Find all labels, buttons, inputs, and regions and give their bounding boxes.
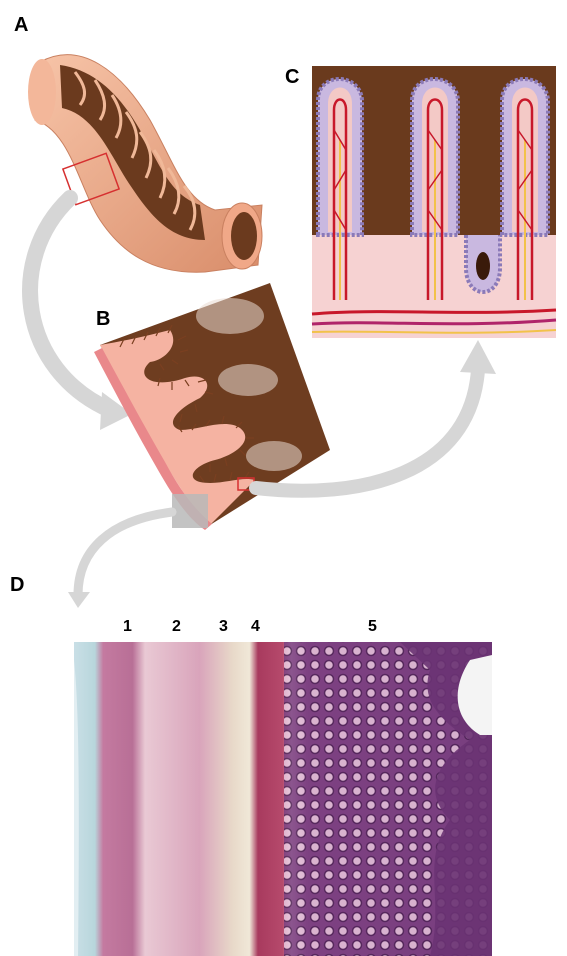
zoom-box-b-gray (172, 494, 208, 528)
panel-label-a: A (14, 14, 28, 37)
panel-label-d: D (10, 574, 24, 597)
arrow-b-to-d-head (68, 592, 90, 608)
crypt-lumen (476, 252, 490, 280)
arrow-b-to-d (78, 512, 172, 595)
panel-a-intestine (28, 55, 262, 273)
arrow-a-to-b (30, 198, 110, 410)
villus-tip-highlight-2 (218, 364, 278, 396)
panel-c-villi-detail (312, 66, 556, 338)
layer-label-1: 1 (123, 618, 132, 636)
tube-lumen-right (231, 212, 257, 260)
layer-label-2: 2 (172, 618, 181, 636)
layer-label-5: 5 (368, 618, 377, 636)
panel-d-histology (74, 642, 492, 956)
layer-label-3: 3 (219, 618, 228, 636)
villus-tip-highlight-3 (246, 441, 302, 471)
tube-cut-end-left (28, 59, 56, 125)
villus-tip-highlight-1 (196, 298, 264, 334)
layer-label-4: 4 (251, 618, 260, 636)
panel-label-c: C (285, 66, 299, 89)
arrow-b-to-c-head (460, 340, 496, 374)
panel-label-b: B (96, 308, 110, 331)
